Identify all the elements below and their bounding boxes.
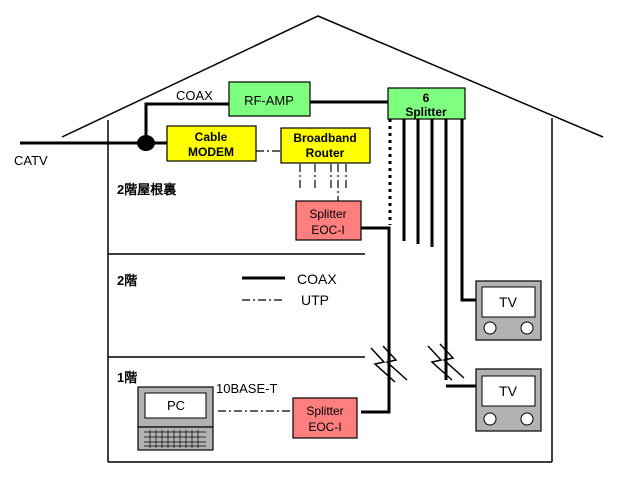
tv-lower-knob-right (520, 412, 534, 426)
wall-break-left (370, 345, 408, 383)
tv-upper-knob-left (483, 321, 497, 335)
six-splitter-box: 6 Splitter (387, 87, 466, 120)
floor-attic-label: 2階屋根裏 (117, 182, 177, 197)
wall-break-right (427, 343, 465, 381)
legend: COAX UTP (242, 271, 337, 308)
eoc-splitter-bottom-box: Splitter EOC-I (292, 397, 358, 439)
legend-coax-label: COAX (297, 271, 337, 287)
tv-upper-label: TV (499, 294, 518, 310)
pc-laptop: PC (137, 386, 214, 451)
tv-lower-knob-left (483, 412, 497, 426)
eoc-top-label-1: Splitter (309, 207, 346, 221)
cable-modem-box: Cable MODEM (166, 125, 257, 162)
rf-amp-box: RF-AMP (228, 81, 311, 117)
tv-upper-knob-right (520, 321, 534, 335)
pc-keyboard (137, 426, 214, 451)
router-label-1: Broadband (293, 131, 356, 145)
router-label-2: Router (306, 146, 345, 160)
catv-junction-dot (137, 135, 155, 151)
house-outline (61, 15, 604, 463)
six-splitter-label-2: Splitter (405, 105, 447, 119)
eoc-bottom-label-2: EOC-I (308, 420, 341, 434)
cable-modem-label-1: Cable (195, 130, 228, 144)
tv-lower: TV (475, 368, 542, 432)
six-splitter-label-1: 6 (423, 91, 430, 105)
utp-lines (218, 150, 347, 412)
tv-upper: TV (475, 280, 542, 341)
coax-top-label: COAX (176, 88, 213, 103)
floor-1-label: 1階 (117, 370, 137, 385)
rf-amp-label: RF-AMP (244, 93, 294, 108)
cable-modem-label-2: MODEM (188, 145, 234, 159)
pc-label: PC (167, 398, 185, 413)
base-t-label: 10BASE-T (216, 381, 277, 396)
legend-utp-label: UTP (301, 292, 329, 308)
floor-2-label: 2階 (117, 273, 137, 288)
catv-label: CATV (14, 153, 48, 168)
broadband-router-box: Broadband Router (280, 127, 371, 164)
eoc-bottom-label-1: Splitter (306, 404, 343, 418)
eoc-splitter-top-box: Splitter EOC-I (295, 200, 362, 241)
coax-lines (20, 100, 476, 414)
eoc-top-label-2: EOC-I (311, 223, 344, 237)
tv-lower-label: TV (499, 383, 518, 399)
